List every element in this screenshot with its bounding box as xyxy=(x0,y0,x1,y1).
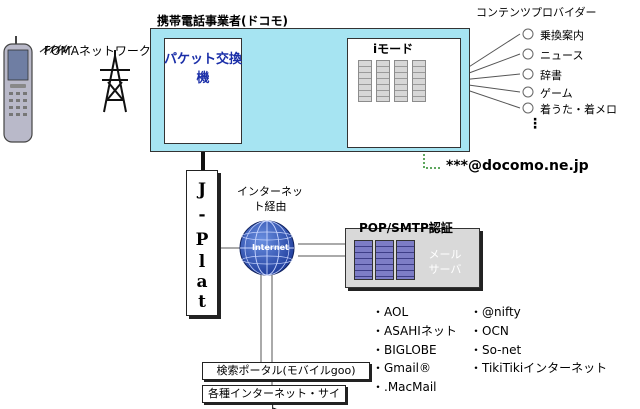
portal-search: 検索ポータル(モバイルgoo) xyxy=(202,362,370,380)
imode-server-icon xyxy=(358,60,372,102)
internet-label: インターネット経由 xyxy=(237,185,303,213)
jplat-char-j: J xyxy=(197,180,207,200)
content-provider-item: 着うた・着メロ xyxy=(540,103,617,116)
mobile-phone-icon xyxy=(3,36,33,143)
jplat-char: t xyxy=(186,292,218,312)
cp-line-1 xyxy=(460,33,521,73)
cp-line-2 xyxy=(460,53,521,77)
popsmtp-mail-server-label: メールサーバ xyxy=(428,248,462,276)
content-provider-item: 乗換案内 xyxy=(540,29,584,42)
content-provider-more: ⋮ xyxy=(528,116,542,132)
imode-mail-server-label: メールサーバ xyxy=(401,112,435,140)
jplat-char: - xyxy=(186,205,218,225)
imode-server-icon xyxy=(394,60,408,102)
content-provider-item: ニュース xyxy=(540,49,584,62)
jplat-char-p: P xyxy=(195,230,209,250)
isp-item: ・AOL xyxy=(372,305,409,319)
carrier-title: 携帯電話事業者(ドコモ) xyxy=(157,14,288,28)
jplat-box xyxy=(186,170,218,316)
content-providers-title: コンテンツプロバイダー xyxy=(476,6,597,19)
jplat-char-t: t xyxy=(198,292,206,312)
cp-line-3 xyxy=(460,73,521,81)
isp-item: ・.MacMail xyxy=(372,380,437,394)
transmission-tower-icon xyxy=(100,50,130,113)
jplat-char-l: l xyxy=(198,252,206,272)
popsmtp-server-icon xyxy=(375,240,394,280)
isp-item: ・Gmail® xyxy=(372,361,432,375)
internet-globe-label: Internet xyxy=(252,243,289,252)
jplat-char: l xyxy=(186,252,218,272)
cp-line-4 xyxy=(460,83,521,93)
isp-item: ・@nifty xyxy=(470,305,521,319)
packet-switch-label: パケット交換機 xyxy=(164,52,243,86)
imode-server-icon xyxy=(376,60,390,102)
popsmtp-server-icon xyxy=(396,240,415,280)
jplat-char: J xyxy=(186,180,218,200)
popsmtp-label: POP/SMTP認証 xyxy=(359,221,453,235)
content-provider-item: ゲーム xyxy=(540,87,573,100)
signal-zigzag-icon xyxy=(39,44,73,54)
foma-network-label: FOMAネットワーク xyxy=(44,44,151,58)
packet-switch-box xyxy=(164,38,242,144)
isp-item: ・TikiTikiインターネット xyxy=(470,361,608,375)
isp-item: ・OCN xyxy=(470,324,509,338)
email-address: ***@docomo.ne.jp xyxy=(446,158,589,174)
jplat-char: a xyxy=(186,272,218,292)
content-provider-bullets xyxy=(522,28,534,114)
isp-item: ・So-net xyxy=(470,343,522,357)
isp-item: ・ASAHIネット xyxy=(372,324,457,338)
imode-server-icon xyxy=(412,60,426,102)
content-provider-item: 辞書 xyxy=(540,69,562,82)
imode-label: iモード xyxy=(373,42,414,56)
internet-globe-icon xyxy=(239,220,295,276)
jplat-char: P xyxy=(186,230,218,250)
isp-item: ・BIGLOBE xyxy=(372,343,437,357)
popsmtp-server-icon xyxy=(354,240,373,280)
jplat-char-dash: - xyxy=(198,205,206,225)
cp-line-5 xyxy=(460,87,521,109)
portal-sites: 各種インターネット・サイト xyxy=(202,385,346,409)
jplat-char-a: a xyxy=(196,272,208,292)
